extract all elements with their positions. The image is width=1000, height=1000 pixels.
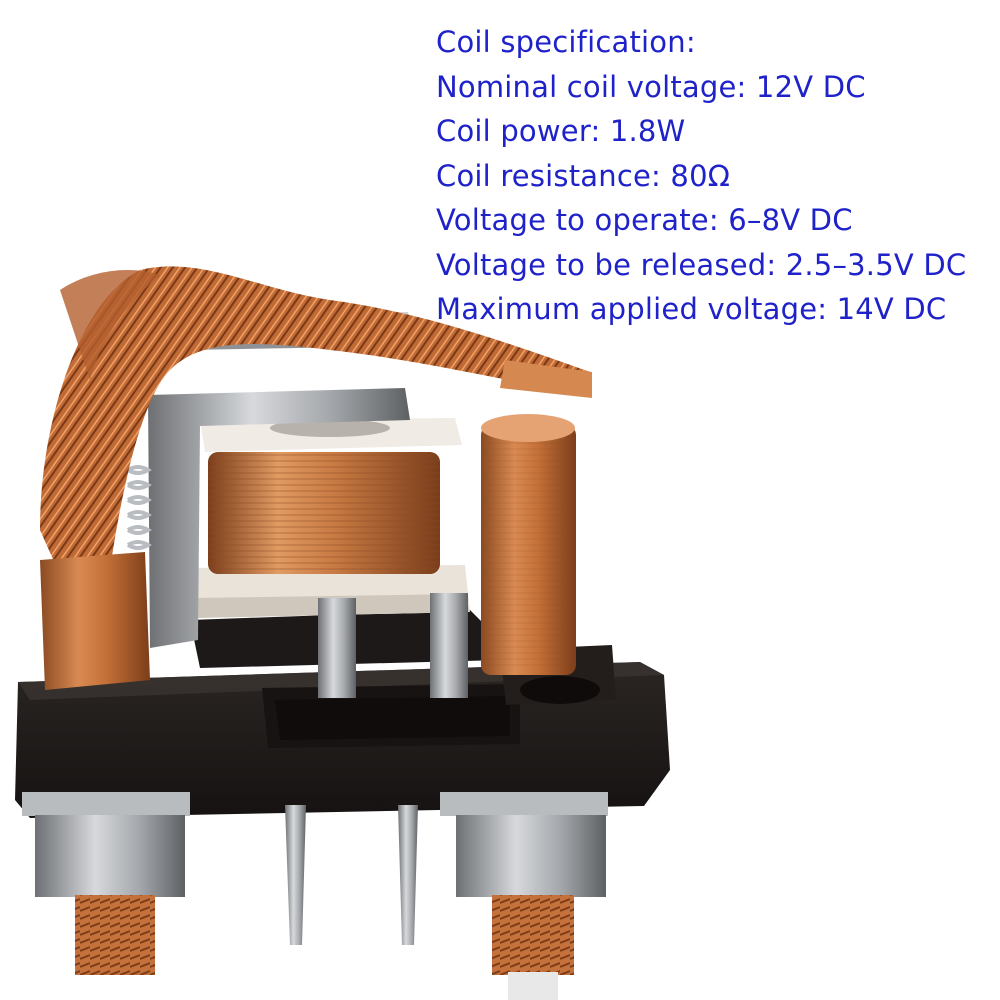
spec-release-voltage: Voltage to be released: 2.5–3.5V DC	[436, 247, 967, 282]
spec-operate-voltage: Voltage to operate: 6–8V DC	[436, 203, 853, 237]
spec-max-voltage: Maximum applied voltage: 14V DC	[436, 292, 947, 326]
copper-post	[481, 414, 576, 675]
spade-terminals	[285, 805, 418, 945]
copper-braid	[40, 266, 592, 575]
spec-coil-power: Coil power: 1.8W	[436, 114, 686, 148]
spec-heading: Coil specification:	[436, 25, 696, 59]
copper-contact	[40, 552, 150, 690]
right-terminal-nut	[440, 792, 608, 1000]
coil-bobbin	[192, 418, 470, 618]
spec-nominal-voltage: Nominal coil voltage: 12V DC	[436, 69, 866, 104]
spec-coil-resistance: Coil resistance: 80Ω	[436, 158, 731, 193]
coil-spec-block: Coil specification: Nominal coil voltage…	[436, 20, 996, 332]
left-terminal-nut	[22, 792, 190, 975]
